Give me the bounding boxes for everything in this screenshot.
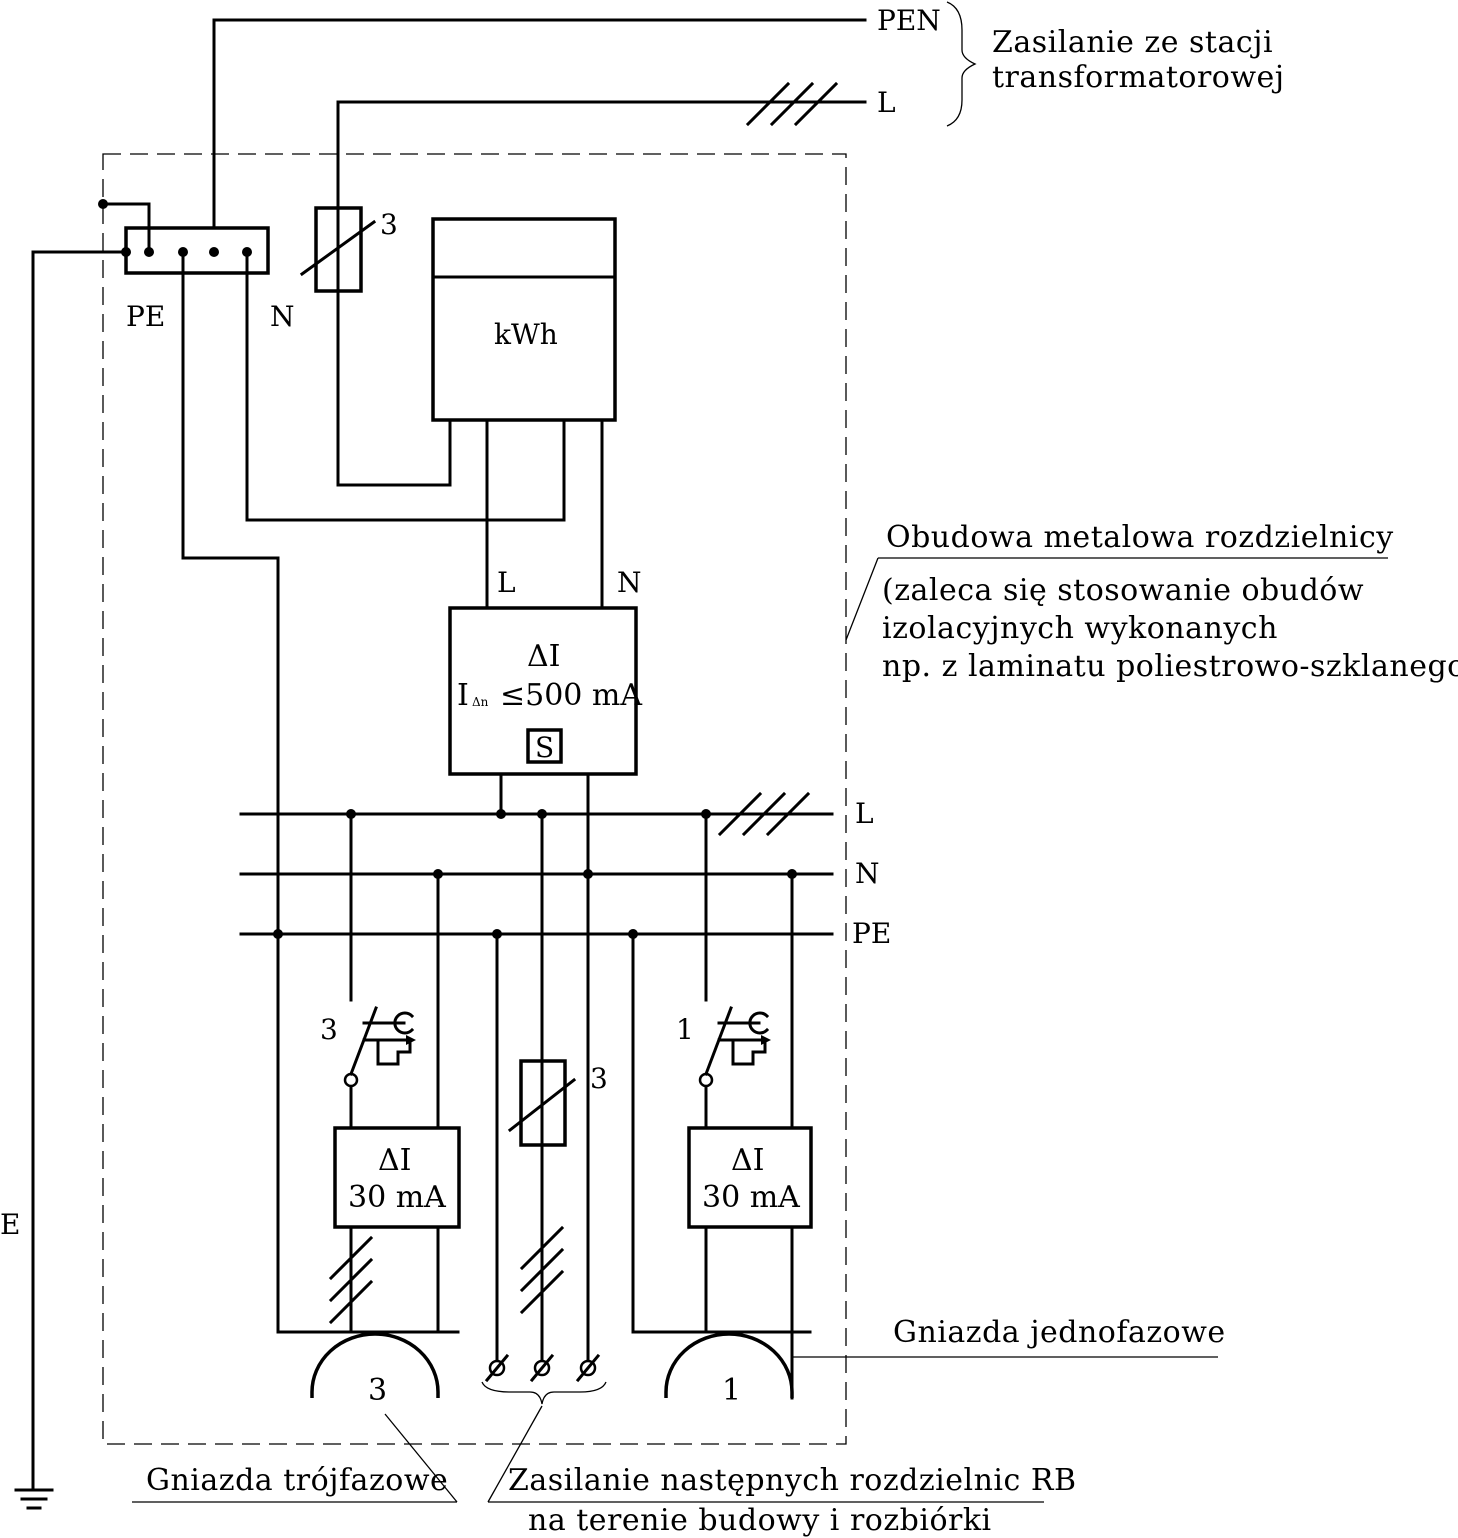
bus-n-label: N [855,857,880,890]
energy-meter [245,217,617,610]
breaker-1pole-label: 1 [676,1013,694,1046]
terminal-n-label: N [270,300,295,333]
caption-next-line2: na terenie budowy i rozbiórki [528,1503,992,1538]
enclosure-note-line1: (zaleca się stosowanie obudów [882,573,1364,608]
selective-marker: S [535,731,554,764]
three-phase-leader [384,1413,458,1503]
main-rcd-rating-sub: Δn [472,695,489,709]
rcd-3phase-box [333,1126,461,1229]
supply-lines [212,1,977,487]
feed-branch [481,812,607,1405]
fuse-feed-poles: 3 [590,1062,608,1095]
main-rcd-rating-value: ≤500 mA [500,678,642,713]
caption-three-phase: Gniazda trójfazowe [146,1463,448,1498]
supply-caption-line2: transformatorowej [992,60,1285,95]
main-rcd-symbol: ΔI [527,639,561,674]
busbars [239,791,834,939]
breaker-1pole [698,1006,771,1088]
caption-single-phase: Gniazda jednofazowe [893,1315,1226,1350]
terminal-pe-label: PE [126,300,165,333]
supply-l-label: L [877,86,896,119]
rcd-3phase-rating: 30 mA [348,1180,446,1215]
rcd-in-n-label: N [617,566,642,599]
main-rcd-rating-i: I [457,678,469,713]
supply-caption-line1: Zasilanie ze stacji [992,25,1273,60]
terminal-block [31,199,270,1490]
enclosure-note-leader [845,557,879,641]
breaker-3pole [343,1006,416,1088]
selective-marker-box [526,728,563,764]
enclosure-title: Obudowa metalowa rozdzielnicy [886,520,1394,555]
meter-label: kWh [494,318,558,351]
bus-pe-label: PE [852,917,891,950]
pe-conductor [181,556,460,1334]
socket-3phase-label: 3 [368,1373,387,1408]
enclosure-note-line3: np. z laminatu poliestrowo-szklanego) [882,649,1458,684]
enclosure-note-line2: izolacyjnych wykonanych [882,611,1278,646]
rcd-1phase-rating: 30 mA [702,1180,800,1215]
three-phase-branch [310,812,440,1398]
breaker-3pole-label: 3 [320,1013,338,1046]
caption-next-line1: Zasilanie następnych rozdzielnic RB [508,1463,1077,1498]
pen-label: PEN [877,4,941,37]
socket-1phase-label: 1 [722,1373,741,1408]
rcd-3phase-symbol: ΔI [378,1143,412,1178]
rcd-1phase-symbol: ΔI [731,1143,765,1178]
next-boards-leader [487,1405,543,1503]
earth-symbol [14,1488,54,1510]
fuse-top-poles: 3 [380,208,398,241]
enclosure-outline [102,153,847,1445]
single-phase-branch [631,812,812,1400]
rcd-1phase-box [687,1126,813,1229]
fuse-top [299,206,377,293]
rcd-in-l-label: L [497,566,516,599]
earth-label: E [0,1208,20,1241]
bus-l-label: L [855,797,874,830]
